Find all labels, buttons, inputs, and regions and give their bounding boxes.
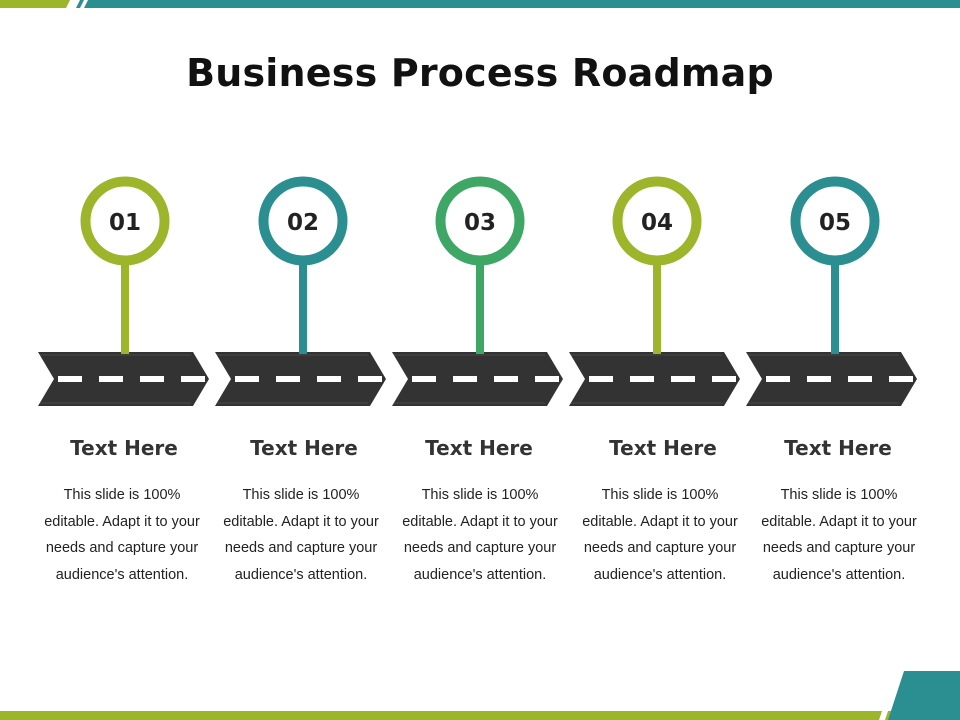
step-number-1: 01 [109,210,141,236]
lane-dash-3-3 [494,376,518,382]
top-white-slash [66,0,80,8]
step-body-3: This slide is 100% editable. Adapt it to… [402,487,558,583]
lane-dash-5-1 [766,376,790,382]
road-segment-4 [569,352,740,406]
step-heading-3: Text Here [425,436,533,460]
step-heading-4: Text Here [609,436,717,460]
lane-dash-4-4 [712,376,736,382]
step-badge-1 [80,176,170,266]
lane-dash-2-4 [358,376,382,382]
lane-dash-4-2 [630,376,654,382]
lane-dash-1-4 [181,376,205,382]
step-badge-4 [612,176,702,266]
road-segment-2 [215,352,386,406]
lane-dash-2-3 [317,376,341,382]
step-body-5: This slide is 100% editable. Adapt it to… [761,487,917,583]
step-number-4: 04 [641,210,673,236]
step-number-5: 05 [819,210,851,236]
lane-dash-4-1 [589,376,613,382]
road-segment-5 [746,352,917,406]
pin-stem-4 [653,258,661,354]
step-badge-5 [790,176,880,266]
lane-dash-5-3 [848,376,872,382]
pin-stem-1 [121,258,129,354]
step-heading-2: Text Here [250,436,358,460]
lane-dash-2-1 [235,376,259,382]
step-number-3: 03 [464,210,496,236]
lane-dash-3-4 [535,376,559,382]
lane-dash-2-2 [276,376,300,382]
step-body-1: This slide is 100% editable. Adapt it to… [44,487,200,583]
road-segment-1 [38,352,209,406]
lane-dash-3-2 [453,376,477,382]
step-badge-2 [258,176,348,266]
step-body-2: This slide is 100% editable. Adapt it to… [223,487,379,583]
step-number-2: 02 [287,210,319,236]
step-heading-5: Text Here [784,436,892,460]
step-badge-3 [435,176,525,266]
top-lime-stripe [0,0,70,8]
lane-dash-1-1 [58,376,82,382]
page-title: Business Process Roadmap [186,51,774,96]
top-accent-band [0,0,960,8]
road-segment-3 [392,352,563,406]
lane-dash-5-2 [807,376,831,382]
pin-stem-3 [476,258,484,354]
lane-dash-4-3 [671,376,695,382]
lane-dash-5-4 [889,376,913,382]
top-teal-bar [0,0,960,8]
step-heading-1: Text Here [70,436,178,460]
lane-dash-1-3 [140,376,164,382]
step-body-4: This slide is 100% editable. Adapt it to… [582,487,738,583]
lane-dash-1-2 [99,376,123,382]
pin-stem-2 [299,258,307,354]
top-white-slash-2 [80,0,88,8]
lane-dash-3-1 [412,376,436,382]
pin-stem-5 [831,258,839,354]
